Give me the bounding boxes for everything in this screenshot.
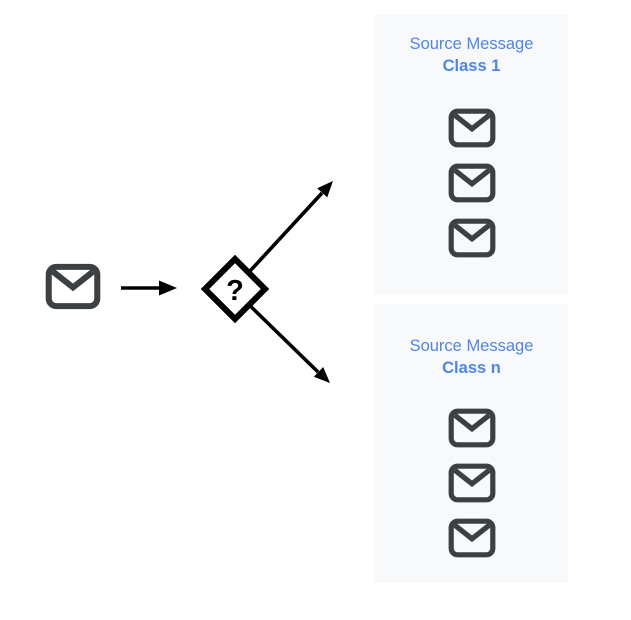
envelope-stack — [448, 408, 496, 558]
envelope-icon — [448, 163, 496, 203]
panel-title-line2: Class 1 — [442, 57, 501, 75]
envelope-icon — [448, 518, 496, 558]
envelope-icon — [448, 218, 496, 258]
envelope-icon — [448, 408, 496, 448]
panel-title: Source Message Class n — [410, 335, 534, 379]
panel-title-line1: Source Message — [409, 35, 534, 53]
input-arrow-icon — [121, 280, 177, 296]
envelope-icon — [448, 463, 496, 503]
envelope-icon — [448, 108, 496, 148]
branch-arrow-down-icon — [237, 293, 330, 383]
input-envelope-icon — [49, 267, 98, 306]
decision-question-mark: ? — [226, 275, 244, 307]
source-message-class-n-panel: Source Message Class n — [375, 304, 568, 583]
envelope-stack — [448, 108, 496, 258]
decision-diamond-icon: ? — [200, 254, 270, 324]
panel-title-line1: Source Message — [409, 337, 534, 355]
source-message-class-1-panel: Source Message Class 1 — [375, 15, 568, 294]
panel-title: Source Message Class 1 — [410, 33, 534, 77]
panel-title-line2: Class n — [442, 359, 501, 377]
branch-arrow-up-icon — [237, 181, 333, 285]
